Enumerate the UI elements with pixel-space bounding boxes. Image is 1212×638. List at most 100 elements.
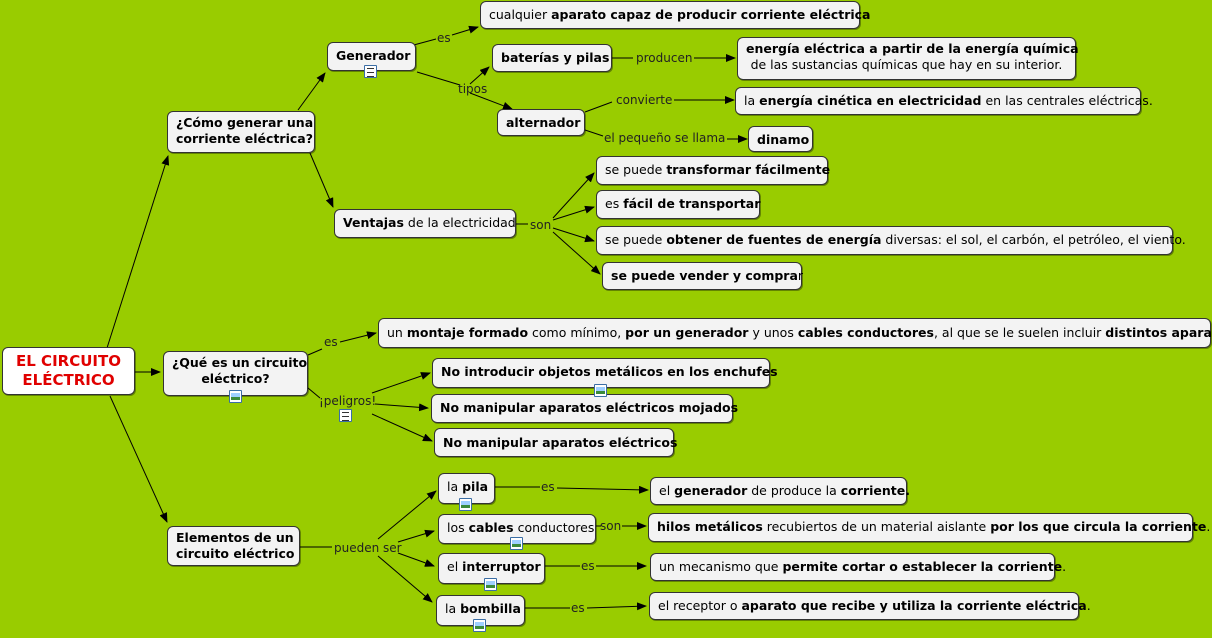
text: un xyxy=(387,325,407,340)
concept-cables[interactable]: los cables conductores xyxy=(438,514,596,544)
text: recubiertos de un material aislante xyxy=(762,519,991,534)
image-icon[interactable] xyxy=(484,578,497,591)
text-bold: obtener de fuentes de energía xyxy=(666,232,882,247)
text-bold: corriente. xyxy=(840,483,910,498)
text-bold: montaje formado xyxy=(406,325,529,340)
text: . xyxy=(1206,519,1211,534)
concept-ventaja-4[interactable]: se puede vender y comprar xyxy=(602,262,804,290)
text: . xyxy=(1062,559,1067,574)
text: los xyxy=(447,520,469,535)
link-label-peligros: ¡peligros! xyxy=(319,394,377,408)
concept-line: ¿Qué es un circuito xyxy=(172,355,308,370)
text-bold: cables conductores xyxy=(797,325,934,340)
text: un mecanismo que xyxy=(659,559,783,574)
image-icon[interactable] xyxy=(459,498,472,511)
concept-peligro-1[interactable]: No introducir objetos metálicos en los e… xyxy=(432,358,778,388)
text: de la electricidad xyxy=(403,215,516,230)
text-bold: se puede vender y compra xyxy=(611,268,798,283)
text: r xyxy=(797,268,804,283)
link-label-son: son xyxy=(530,218,552,232)
concept-line: ¿Cómo generar una xyxy=(176,115,314,130)
root-line-2: ELÉCTRICO xyxy=(22,371,115,389)
link-label-es: es xyxy=(581,559,595,573)
concept-alternador[interactable]: alternador xyxy=(497,109,585,136)
concept-energia-cinetica[interactable]: la energía cinética en electricidad en l… xyxy=(735,87,1153,115)
concept-cables-def[interactable]: hilos metálicos recubiertos de un materi… xyxy=(648,513,1210,542)
link-label-es: es xyxy=(541,480,555,494)
text-bold: transformar fácilmente xyxy=(666,162,831,177)
text: diversas: el sol, el carbón, el petróleo… xyxy=(881,232,1186,247)
note-icon[interactable] xyxy=(364,65,377,78)
text-bold: Ventajas xyxy=(343,215,404,230)
text: , al que se le suelen incluir xyxy=(933,325,1106,340)
note-icon[interactable] xyxy=(339,409,352,422)
text: se puede xyxy=(605,232,667,247)
concept-ventaja-2[interactable]: es fácil de transportar xyxy=(596,190,760,219)
link-label-pequeno: el pequeño se llama xyxy=(604,131,726,145)
text: es xyxy=(605,196,624,211)
concept-peligro-3[interactable]: No manipular aparatos eléctricos xyxy=(434,428,677,457)
link-label-son: son xyxy=(600,519,622,533)
link-label-convierte: convierte xyxy=(616,93,673,107)
root-line-1: EL CIRCUITO xyxy=(16,352,121,370)
text-bold: hilos metálicos xyxy=(657,519,763,534)
text-bold: distintos aparatos xyxy=(1105,325,1212,340)
concept-interruptor-def[interactable]: un mecanismo que permite cortar o establ… xyxy=(650,553,1066,581)
image-icon[interactable] xyxy=(594,384,607,397)
link-label-es: es xyxy=(437,31,451,45)
text-bold: bombilla xyxy=(460,601,521,616)
text: conductores xyxy=(513,520,595,535)
text: de las sustancias químicas que hay en su… xyxy=(750,57,1063,72)
image-icon[interactable] xyxy=(510,537,523,550)
text-bold: por los que circula la corriente xyxy=(990,519,1207,534)
concept-peligro-2[interactable]: No manipular aparatos eléctricos mojados xyxy=(431,394,738,423)
image-icon[interactable] xyxy=(229,390,242,403)
concept-line: corriente eléctrica? xyxy=(176,131,313,146)
text: el xyxy=(447,559,463,574)
concept-ventajas[interactable]: Ventajas de la electricidad xyxy=(334,209,516,238)
text: el xyxy=(659,483,675,498)
concept-baterias[interactable]: baterías y pilas xyxy=(492,44,612,72)
text: la xyxy=(447,479,463,494)
text-bold: pila xyxy=(462,479,489,494)
text: en las centrales eléctricas. xyxy=(981,93,1153,108)
concept-line: circuito eléctrico xyxy=(176,546,295,561)
concept-pila[interactable]: la pila xyxy=(438,473,495,504)
root-concept[interactable]: EL CIRCUITO ELÉCTRICO xyxy=(2,347,135,395)
concept-como-generar[interactable]: ¿Cómo generar una corriente eléctrica? xyxy=(167,111,315,153)
text: se puede xyxy=(605,162,667,177)
text-bold: generador xyxy=(674,483,748,498)
concept-ventaja-3[interactable]: se puede obtener de fuentes de energía d… xyxy=(596,226,1186,255)
text-bold: cables xyxy=(468,520,514,535)
concept-ventaja-1[interactable]: se puede transformar fácilmente xyxy=(596,156,831,185)
concept-line: eléctrico? xyxy=(201,371,270,386)
concept-line: Elementos de un xyxy=(176,530,294,545)
concept-montaje[interactable]: un montaje formado como mínimo, por un g… xyxy=(378,318,1212,348)
text: de produce la xyxy=(747,483,841,498)
text-bold: energía cinética en electricidad xyxy=(759,93,982,108)
link-label-tipos: tipos xyxy=(458,82,488,96)
concept-elementos[interactable]: Elementos de un circuito eléctrico xyxy=(167,526,300,566)
text: la xyxy=(744,93,760,108)
text: la xyxy=(445,601,461,616)
text: el receptor o xyxy=(658,598,742,613)
text: y unos xyxy=(748,325,798,340)
concept-dinamo[interactable]: dinamo xyxy=(748,126,813,152)
concept-pila-def[interactable]: el generador de produce la corriente. xyxy=(650,477,910,505)
text: como mínimo, xyxy=(528,325,626,340)
concept-gen-def[interactable]: cualquier aparato capaz de producir corr… xyxy=(480,1,871,29)
concept-que-es-circuito[interactable]: ¿Qué es un circuito eléctrico? xyxy=(163,351,308,396)
link-label-producen: producen xyxy=(636,51,693,65)
text: cualquier xyxy=(489,7,552,22)
image-icon[interactable] xyxy=(473,619,486,632)
link-label-es: es xyxy=(324,335,338,349)
text-bold: interruptor xyxy=(462,559,541,574)
text-bold: aparato capaz de producir corriente eléc… xyxy=(551,7,871,22)
text-bold: permite cortar o establecer la corriente xyxy=(782,559,1063,574)
text: . xyxy=(1086,598,1091,613)
link-label-pueden-ser: pueden ser xyxy=(334,541,402,555)
text-bold: por un generador xyxy=(625,325,749,340)
concept-bombilla-def[interactable]: el receptor o aparato que recibe y utili… xyxy=(649,592,1091,620)
concept-energia-quimica[interactable]: energía eléctrica a partir de la energía… xyxy=(737,37,1079,80)
text-bold: fácil de transportar xyxy=(623,196,761,211)
